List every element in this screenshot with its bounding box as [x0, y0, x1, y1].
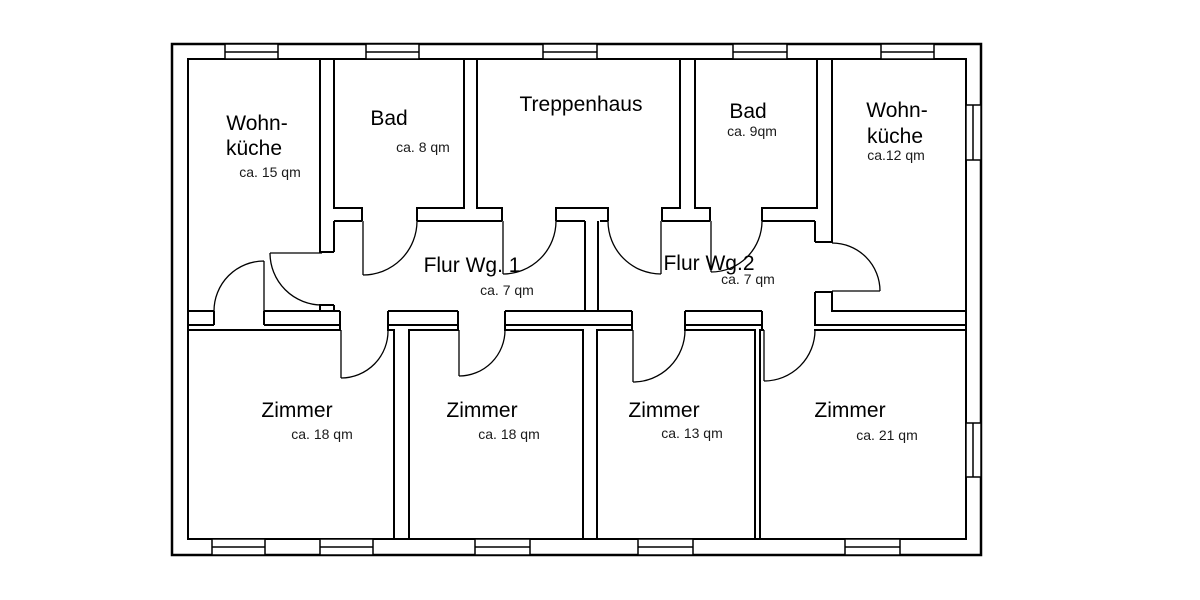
door-opening-bad-right	[711, 204, 761, 212]
room-treppenhaus-outline	[476, 58, 681, 209]
door-opening-zimmer-1	[341, 327, 387, 334]
corridor-west-wall	[320, 221, 335, 311]
area-zimmer-1: ca. 18 qm	[291, 426, 352, 442]
label-flur-wg1: Flur Wg. 1	[424, 254, 521, 277]
door-opening-zimmer-4	[764, 327, 814, 334]
door-opening-zimmer-2	[459, 327, 504, 334]
door-opening-wohnkueche-left-side	[316, 253, 324, 304]
label-bad-right: Bad	[729, 100, 766, 123]
windows-bottom	[211, 538, 901, 556]
label-zimmer-4: Zimmer	[814, 399, 885, 422]
door-opening-treppenhaus-wg1	[503, 204, 555, 212]
door-wohnkueche-left-bottom	[213, 260, 265, 312]
outer-wall	[170, 42, 983, 557]
area-zimmer-4: ca. 21 qm	[856, 427, 917, 443]
door-jambs-bottom-row	[213, 311, 763, 330]
label-zimmer-1: Zimmer	[261, 399, 332, 422]
door-zimmer-3	[632, 329, 686, 383]
door-zimmer-2	[458, 329, 506, 377]
label-wohnkueche-left-2: küche	[226, 137, 282, 160]
area-wohnkueche-left: ca. 15 qm	[239, 164, 300, 180]
area-flur-wg2: ca. 7 qm	[721, 271, 775, 287]
label-wohnkueche-left-1: Wohn-	[226, 112, 287, 135]
corridor-divider-wall	[584, 221, 599, 311]
area-flur-wg1: ca. 7 qm	[480, 282, 534, 298]
door-zimmer-4	[763, 329, 816, 382]
area-wohnkueche-right: ca.12 qm	[867, 147, 925, 163]
area-bad-left: ca. 8 qm	[396, 139, 450, 155]
door-opening-bad-left	[363, 204, 416, 212]
room-wohnkueche-right-outline	[831, 58, 967, 312]
label-flur-wg2: Flur Wg.2	[663, 252, 754, 275]
label-bad-left: Bad	[370, 107, 407, 130]
room-wohnkueche-left-outline	[187, 58, 321, 312]
door-wohnkueche-right	[831, 242, 881, 292]
door-opening-wohnkueche-right	[828, 243, 836, 291]
door-jambs-top-row	[361, 208, 763, 221]
room-zimmer-1-outline	[187, 329, 395, 540]
door-wohnkueche-left-side	[269, 252, 323, 306]
door-treppenhaus-wg2	[607, 220, 662, 275]
area-bad-right: ca. 9qm	[727, 123, 777, 139]
door-opening-zimmer-3	[633, 327, 684, 334]
inner-wall	[187, 58, 967, 540]
door-treppenhaus-wg1	[502, 220, 557, 275]
area-zimmer-3: ca. 13 qm	[661, 425, 722, 441]
door-opening-treppenhaus-wg2	[609, 204, 661, 212]
area-zimmer-2: ca. 18 qm	[478, 426, 539, 442]
windows-right	[965, 104, 982, 478]
door-bad-right	[710, 220, 763, 273]
label-treppenhaus: Treppenhaus	[520, 93, 643, 116]
label-wohnkueche-right-1: Wohn-	[866, 99, 927, 122]
windows-top	[224, 43, 935, 60]
room-bad-left-outline	[333, 58, 465, 209]
door-bad-left	[362, 220, 418, 276]
corridor-east-wall	[814, 221, 832, 326]
door-zimmer-1	[340, 329, 389, 379]
label-zimmer-2: Zimmer	[446, 399, 517, 422]
label-zimmer-3: Zimmer	[628, 399, 699, 422]
label-wohnkueche-right-2: küche	[867, 125, 923, 148]
door-opening-wohnkueche-left-bottom	[214, 307, 264, 315]
